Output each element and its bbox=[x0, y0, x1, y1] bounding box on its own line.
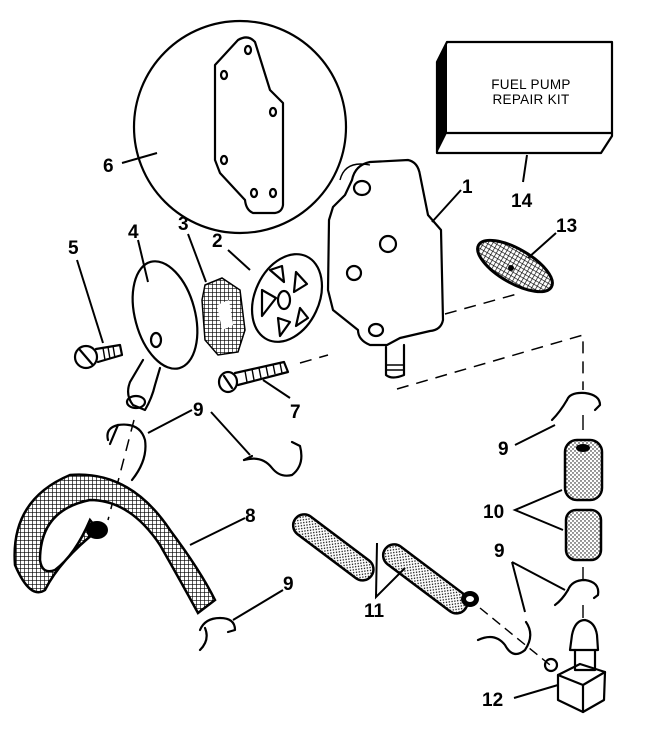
alignment-line bbox=[444, 293, 518, 315]
hose-clamp bbox=[198, 616, 237, 652]
leader-7 bbox=[262, 379, 291, 399]
screw-7 bbox=[217, 360, 290, 394]
fuel-hose-8 bbox=[13, 473, 217, 615]
hose-clamp bbox=[476, 620, 532, 656]
screw-5 bbox=[73, 343, 124, 370]
hose-sleeve-11 bbox=[291, 513, 479, 615]
callout-5: 5 bbox=[68, 238, 79, 259]
leader-3 bbox=[187, 233, 207, 283]
hose-clamp bbox=[242, 440, 303, 477]
hose-clamp bbox=[553, 578, 600, 607]
leader-10 bbox=[512, 489, 564, 531]
callout-1: 1 bbox=[462, 177, 473, 198]
hose-clamp bbox=[106, 423, 147, 482]
callout-8: 8 bbox=[245, 506, 256, 527]
hose-clamp bbox=[550, 391, 602, 422]
leader-12 bbox=[513, 684, 559, 699]
leader-5 bbox=[76, 259, 104, 344]
detail-connector bbox=[339, 163, 371, 181]
callout-3: 3 bbox=[178, 214, 189, 235]
callout-2: 2 bbox=[212, 231, 223, 252]
kit-label-line2: REPAIR KIT bbox=[492, 92, 569, 107]
leader-11 bbox=[374, 542, 406, 600]
callout-10: 10 bbox=[483, 502, 504, 523]
leader-2 bbox=[227, 249, 251, 271]
cover-4 bbox=[125, 260, 199, 412]
callout-6: 6 bbox=[103, 156, 114, 177]
leader-9d bbox=[514, 424, 556, 446]
callout-14: 14 bbox=[511, 191, 533, 212]
callout-7: 7 bbox=[290, 402, 301, 423]
leader-8 bbox=[189, 517, 246, 546]
hose-sleeve-10 bbox=[563, 438, 604, 562]
gasket-13 bbox=[476, 238, 554, 294]
leader-14 bbox=[522, 154, 528, 183]
callout-12: 12 bbox=[482, 690, 503, 711]
callout-13: 13 bbox=[556, 216, 577, 237]
callout-9d: 9 bbox=[498, 439, 509, 460]
callout-4: 4 bbox=[128, 222, 139, 243]
pump-body bbox=[326, 158, 445, 379]
callout-9e: 9 bbox=[494, 541, 505, 562]
alignment-line bbox=[396, 334, 584, 390]
callout-9a: 9 bbox=[193, 400, 204, 421]
callout-9c: 9 bbox=[283, 574, 294, 595]
alignment-line bbox=[299, 354, 329, 364]
plate-2 bbox=[250, 253, 324, 343]
leader-9e bbox=[511, 561, 566, 613]
leader-4 bbox=[137, 239, 149, 283]
leader-13 bbox=[527, 232, 557, 259]
leader-6 bbox=[121, 152, 158, 164]
filter-screen-3 bbox=[201, 277, 246, 356]
kit-label-line1: FUEL PUMP bbox=[491, 77, 570, 92]
leader-9c bbox=[232, 589, 284, 621]
repair-kit-box: FUEL PUMP REPAIR KIT bbox=[435, 40, 614, 155]
elbow-fitting-12 bbox=[543, 618, 607, 714]
leader-9b bbox=[210, 411, 251, 456]
leader-9a bbox=[147, 409, 193, 434]
callout-11: 11 bbox=[364, 601, 385, 622]
gasket-detail bbox=[132, 19, 348, 235]
leader-1 bbox=[431, 189, 462, 223]
